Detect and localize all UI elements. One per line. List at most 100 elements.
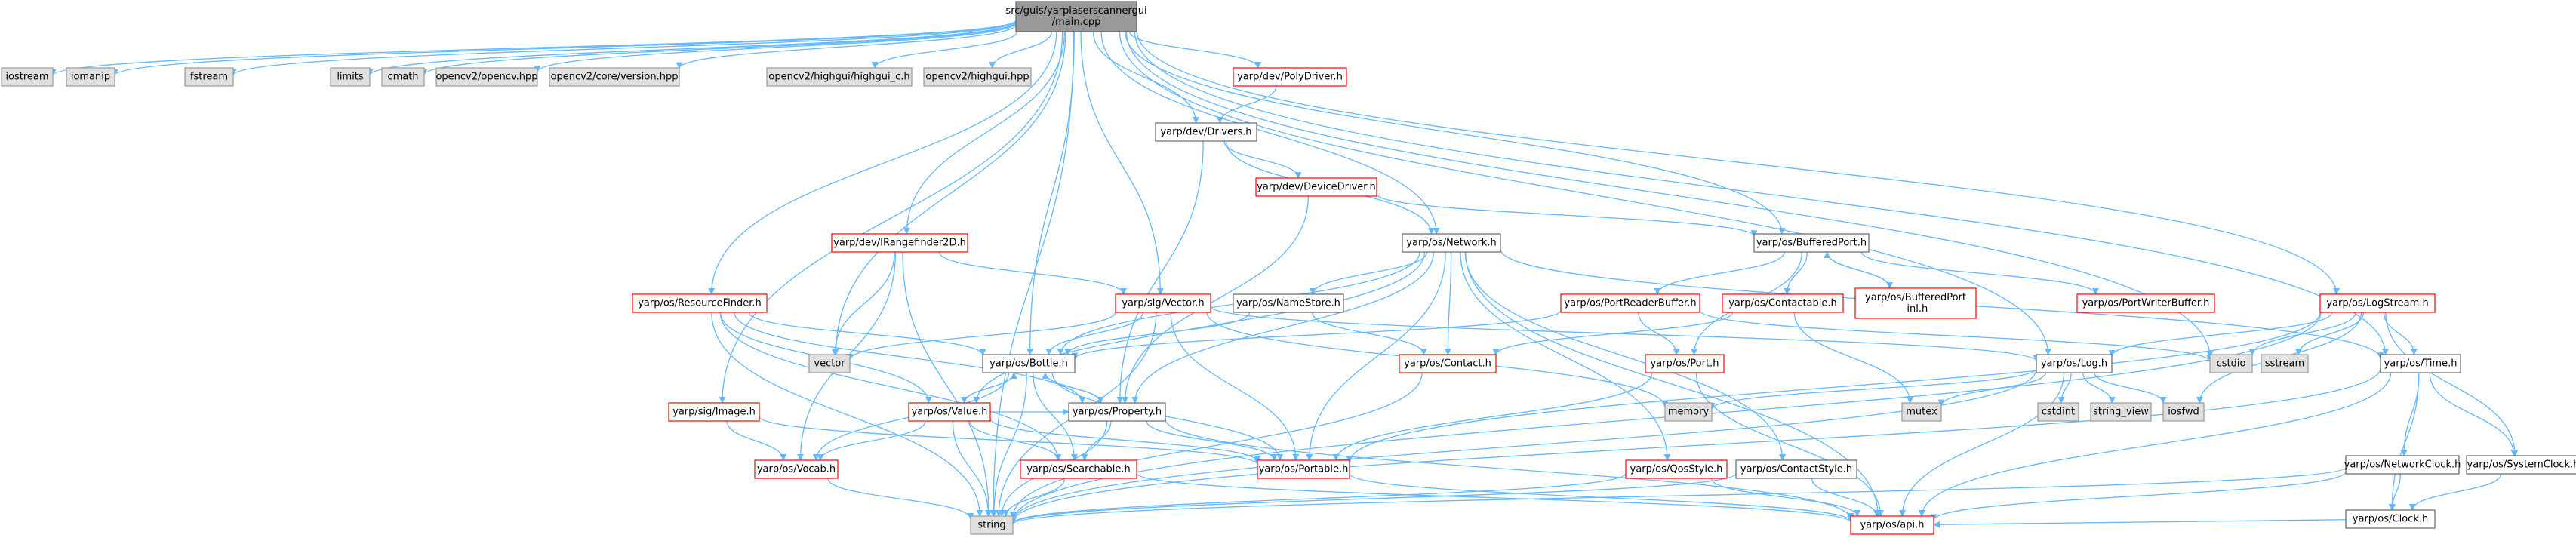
edge-portreaderbuffer-to-cstdio xyxy=(1699,309,2214,363)
node-label: src/guis/yarplaserscannergui xyxy=(1005,5,1146,17)
edge-bufferedport-to-portwriterbuffer xyxy=(1860,251,2100,295)
edge-networkclock-to-clock xyxy=(2389,473,2401,511)
edge-time-to-string xyxy=(1009,367,2381,524)
node-box xyxy=(766,67,913,87)
edge-property-to-api xyxy=(1165,419,1854,520)
node-portable[interactable]: yarp/os/Portable.h xyxy=(1257,459,1350,479)
node-box xyxy=(2036,354,2113,373)
node-box xyxy=(2466,455,2576,475)
node-box xyxy=(2345,455,2460,475)
edge-bottle-to-portable xyxy=(1051,372,1284,461)
edge-namestore-to-contact xyxy=(1312,312,1427,355)
node-label: yarp/os/BufferedPort xyxy=(1865,292,1966,303)
node-time[interactable]: yarp/os/Time.h xyxy=(2380,354,2461,373)
node-label: string xyxy=(977,520,1005,531)
edge-contact-to-string xyxy=(1009,372,1423,518)
node-bufferedport[interactable]: yarp/os/BufferedPort.h xyxy=(1753,233,1870,253)
node-bottle[interactable]: yarp/os/Bottle.h xyxy=(982,354,1076,373)
node-box xyxy=(549,67,680,87)
node-label: yarp/os/Bottle.h xyxy=(989,358,1068,370)
edge-drivers-to-devicedriver xyxy=(1223,140,1302,179)
edge-devicedriver-to-bufferedport xyxy=(1376,193,1758,238)
node-drivers[interactable]: yarp/dev/Drivers.h xyxy=(1155,122,1257,142)
edge-qosstyle-to-string xyxy=(1009,472,1627,524)
node-label: -inl.h xyxy=(1904,303,1928,315)
node-logstream[interactable]: yarp/os/LogStream.h xyxy=(2319,293,2436,313)
node-label: yarp/os/Vocab.h xyxy=(757,464,836,475)
node-qosstyle[interactable]: yarp/os/QosStyle.h xyxy=(1625,459,1728,479)
node-box xyxy=(1664,402,1713,422)
node-contact[interactable]: yarp/os/Contact.h xyxy=(1399,354,1497,373)
edge-root-to-vector xyxy=(832,31,1066,355)
edge-portreaderbuffer-to-bottle xyxy=(1071,309,1562,360)
node-resourcefinder[interactable]: yarp/os/ResourceFinder.h xyxy=(632,293,768,313)
node-label: cmath xyxy=(387,72,418,83)
edge-drivers-to-property xyxy=(1116,140,1204,404)
edge-root-to-network xyxy=(1100,31,1440,235)
edge-root-to-time xyxy=(1134,31,2390,355)
node-network[interactable]: yarp/os/Network.h xyxy=(1402,233,1501,253)
node-vocab[interactable]: yarp/os/Vocab.h xyxy=(754,459,839,479)
node-box xyxy=(808,354,851,373)
node-portwriterbuffer[interactable]: yarp/os/PortWriterBuffer.h xyxy=(2076,293,2215,313)
edge-resourcefinder-to-bottle xyxy=(748,312,986,356)
node-string: string xyxy=(970,515,1014,535)
node-log[interactable]: yarp/os/Log.h xyxy=(2036,354,2113,373)
node-box xyxy=(1625,459,1728,479)
edge-resourcefinder-to-string xyxy=(711,312,983,517)
edge-network-to-contact xyxy=(1444,251,1452,355)
node-label: limits xyxy=(337,72,364,83)
node-contactstyle[interactable]: yarp/os/ContactStyle.h xyxy=(1735,459,1857,479)
node-box xyxy=(1753,233,1870,253)
node-box xyxy=(435,67,538,87)
node-value[interactable]: yarp/os/Value.h xyxy=(908,402,991,422)
node-mutex: mutex xyxy=(1901,402,1942,422)
node-box xyxy=(1854,287,1977,319)
node-memory: memory xyxy=(1664,402,1713,422)
node-devicedriver[interactable]: yarp/dev/DeviceDriver.h xyxy=(1255,177,1377,197)
node-contactable[interactable]: yarp/os/Contactable.h xyxy=(1722,293,1844,313)
node-portreaderbuffer[interactable]: yarp/os/PortReaderBuffer.h xyxy=(1560,293,1700,313)
node-label: string_view xyxy=(2093,407,2149,418)
node-networkclock[interactable]: yarp/os/NetworkClock.h xyxy=(2344,455,2461,475)
node-box xyxy=(1722,293,1844,313)
edge-sigvector-to-portable xyxy=(1170,312,1300,461)
edge-log-to-string xyxy=(1009,369,2037,523)
edge-log-to-cstdint xyxy=(2057,372,2072,404)
edge-time-to-clock xyxy=(2388,372,2420,511)
node-box xyxy=(381,67,425,87)
node-root[interactable]: src/guis/yarplaserscannergui/main.cpp xyxy=(1005,1,1147,32)
edge-root-to-resourcefinder xyxy=(708,31,1057,295)
edge-polydriver-to-drivers xyxy=(1216,85,1277,124)
node-namestore[interactable]: yarp/os/NameStore.h xyxy=(1233,293,1344,313)
node-fstream: fstream xyxy=(184,67,234,87)
node-box xyxy=(1255,177,1377,197)
node-api[interactable]: yarp/os/api.h xyxy=(1850,515,1934,535)
node-box xyxy=(1735,459,1857,479)
node-box xyxy=(1901,402,1942,422)
node-highguic: opencv2/highgui/highgui_c.h xyxy=(766,67,913,87)
node-sigimage[interactable]: yarp/sig/Image.h xyxy=(668,402,760,422)
edge-root-to-highguic xyxy=(871,31,1018,69)
node-property[interactable]: yarp/os/Property.h xyxy=(1068,402,1166,422)
edge-root-to-bottle xyxy=(1026,31,1075,355)
node-box xyxy=(1155,122,1257,142)
node-port[interactable]: yarp/os/Port.h xyxy=(1645,354,1725,373)
node-polydriver[interactable]: yarp/dev/PolyDriver.h xyxy=(1233,67,1347,87)
node-label: opencv2/opencv.hpp xyxy=(435,72,537,83)
node-clock[interactable]: yarp/os/Clock.h xyxy=(2345,509,2436,529)
edge-sigimage-to-portable xyxy=(759,416,1261,466)
node-label: yarp/os/NetworkClock.h xyxy=(2344,459,2461,471)
edge-logstream-to-systemclock xyxy=(2385,312,2519,456)
node-box xyxy=(330,67,371,87)
node-searchable[interactable]: yarp/os/Searchable.h xyxy=(1020,459,1137,479)
edge-log-to-memory xyxy=(1708,367,2037,410)
node-systemclock[interactable]: yarp/os/SystemClock.h xyxy=(2466,455,2576,475)
node-label: yarp/sig/Vector.h xyxy=(1122,298,1204,309)
node-label: yarp/os/Network.h xyxy=(1406,238,1496,249)
node-irangefinder[interactable]: yarp/dev/IRangefinder2D.h xyxy=(831,233,968,253)
node-sigvector[interactable]: yarp/sig/Vector.h xyxy=(1115,293,1211,313)
node-label: yarp/os/QosStyle.h xyxy=(1630,464,1723,475)
node-bufferedportinl[interactable]: yarp/os/BufferedPort-inl.h xyxy=(1854,287,1977,319)
node-cversion: opencv2/core/version.hpp xyxy=(549,67,680,87)
